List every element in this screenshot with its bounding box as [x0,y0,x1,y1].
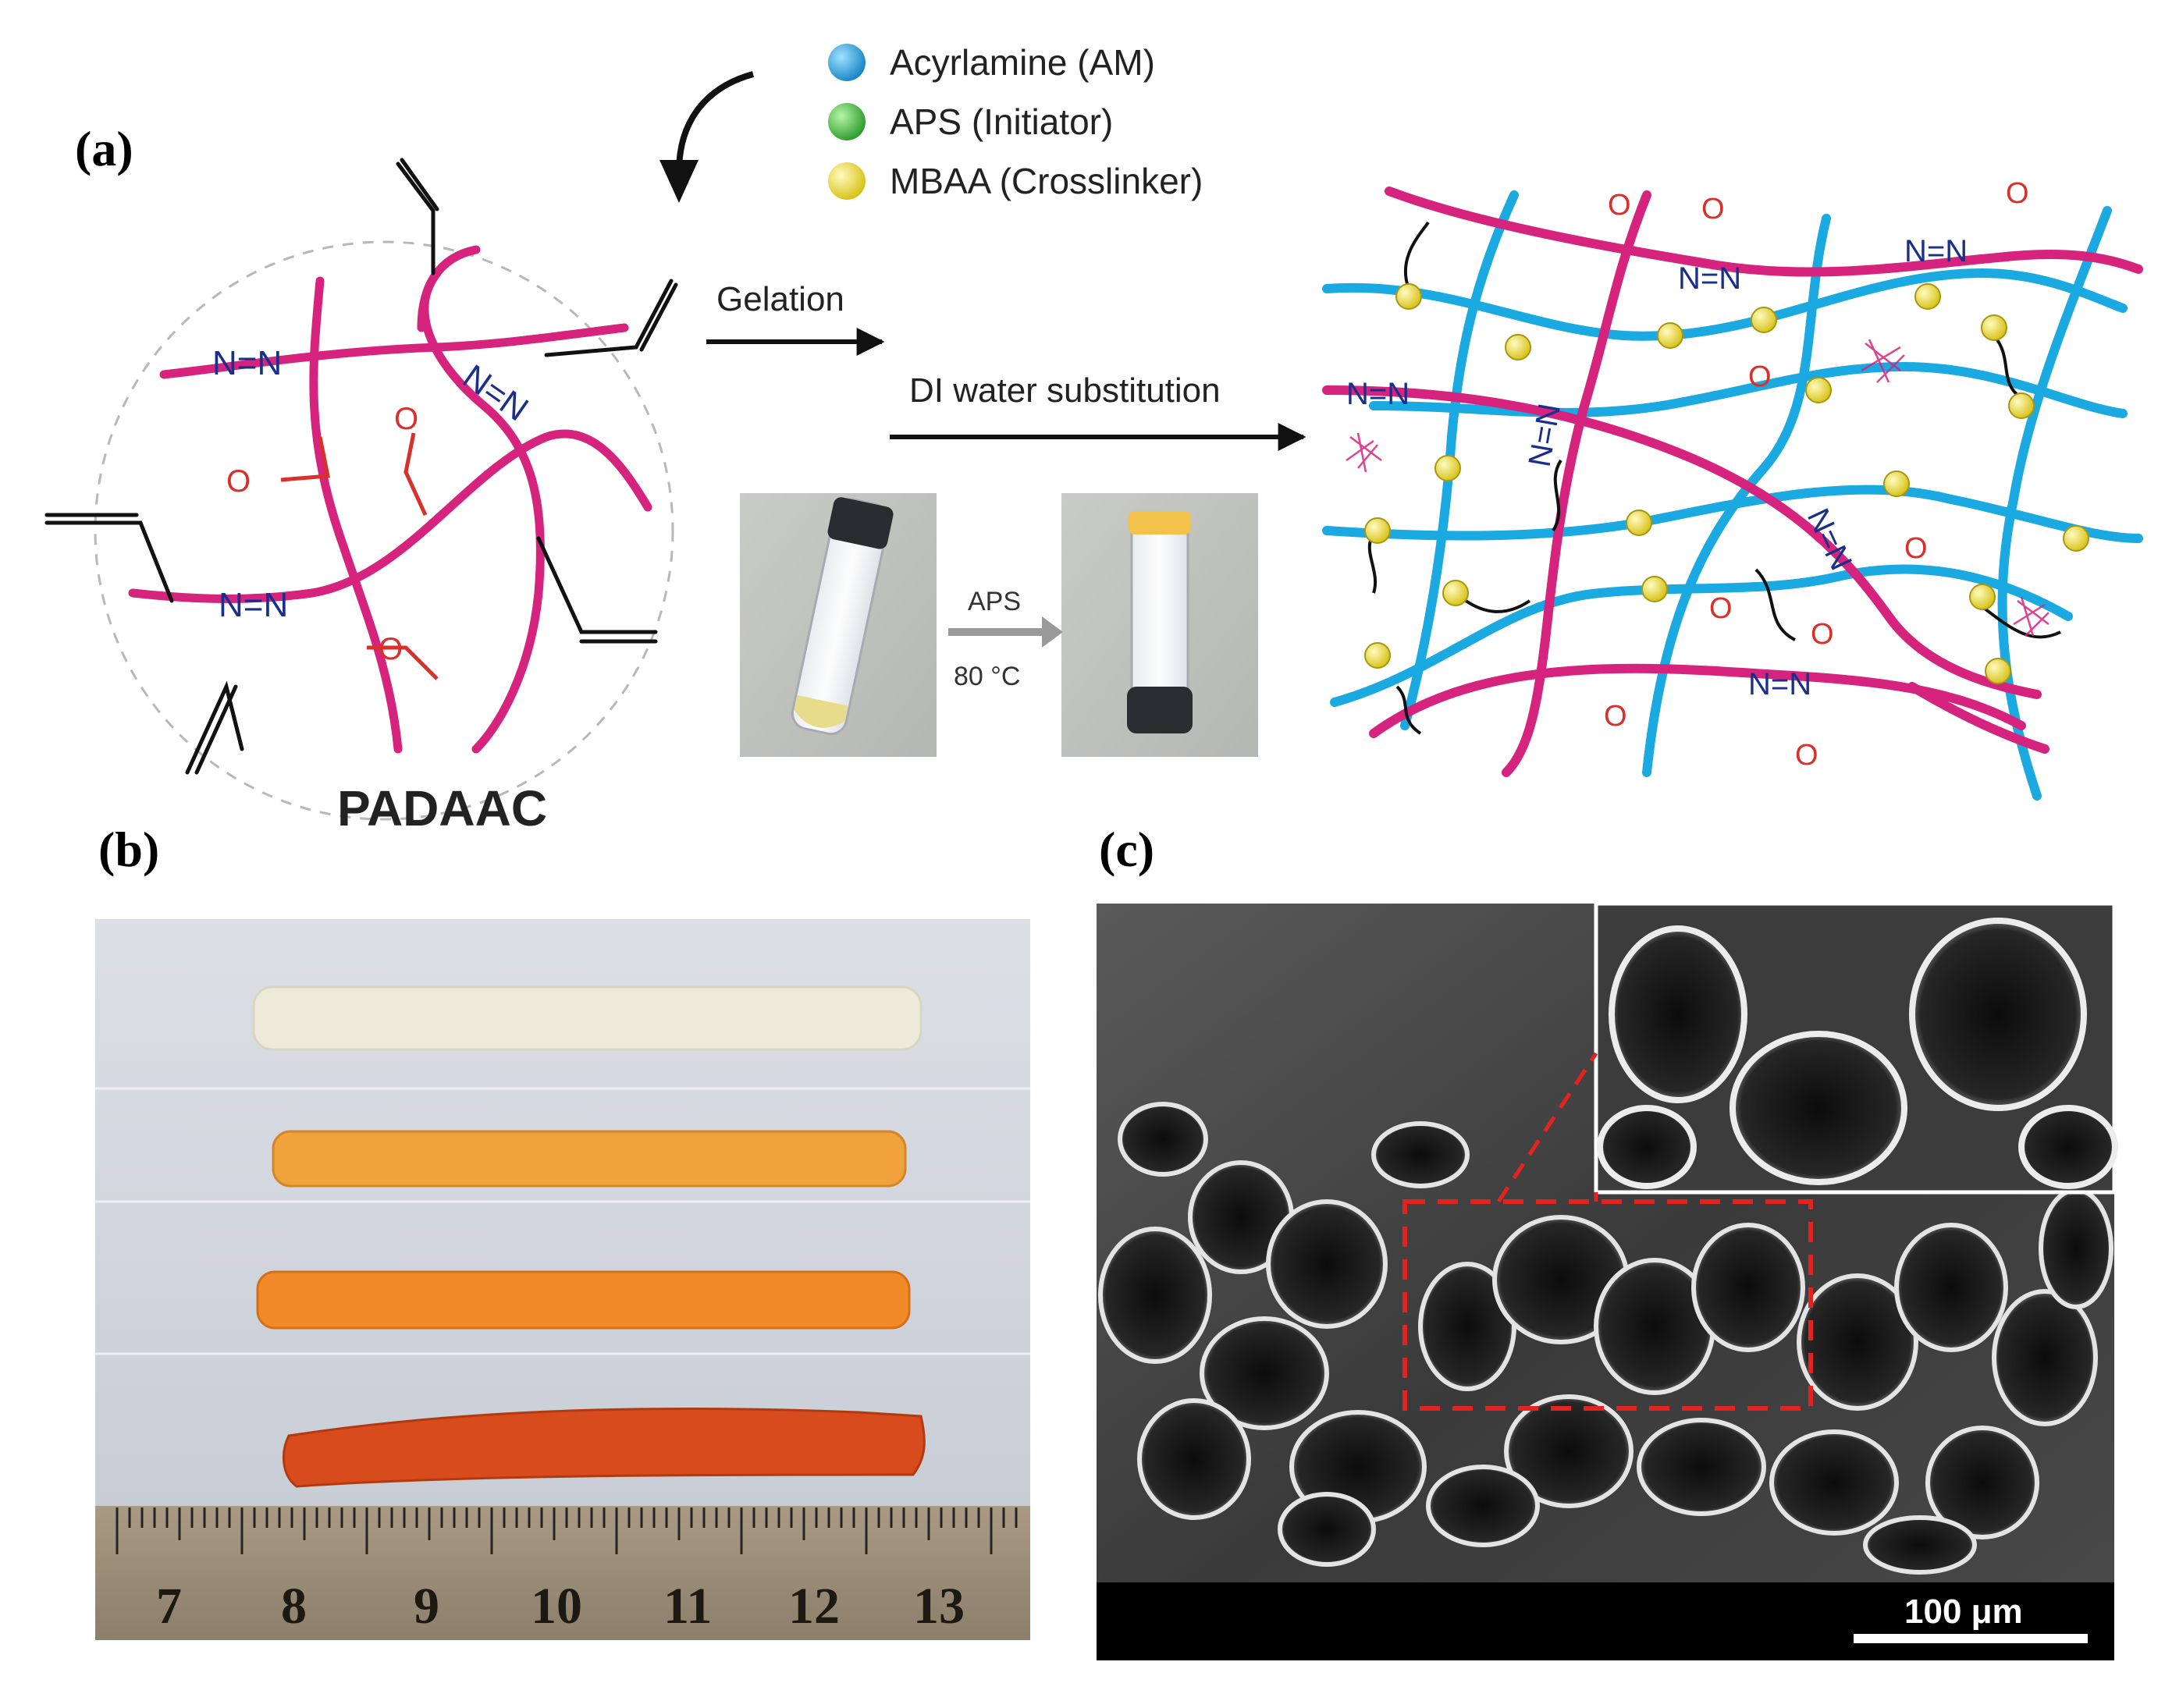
net-aldehyde-5: O [1709,592,1733,625]
azo-label-1: N=N [212,344,282,382]
scale-bar-label: 100 μm [1904,1593,2023,1631]
legend-label-am: Acyrlamine (AM) [890,42,1155,83]
sem-micrograph: 100 μm [1097,901,2118,1660]
strip-2 [272,1130,907,1188]
net-azo-3: N=N [1346,377,1410,411]
aps-arrow: APS 80 °C [948,587,1063,691]
net-aldehyde-7: O [1904,532,1928,565]
sem-pore [1118,1102,1208,1177]
hydrogel-network: N=N N=N N=N N=N N=N N=N O O O O O O O O … [1322,177,2143,801]
scale-bar-strip [1097,1582,2114,1660]
zoom-line-1 [1496,1052,1598,1203]
padaac-precursor: O O O N=N N=N N=N PADAAC [44,158,678,836]
strip-1 [252,985,923,1051]
strip-4 [282,1407,926,1488]
panel-label-a: (a) [75,121,133,176]
legend-label-aps: APS (Initiator) [890,101,1113,142]
net-aldehyde-6: O [1811,618,1834,651]
aps-arrow-bottom-label: 80 °C [954,662,1020,691]
sem-pore [1925,1426,2039,1539]
ruler [95,1506,1030,1640]
vial-photo-before [740,493,937,757]
ruler-label-10: 10 [531,1578,582,1635]
net-azo-4: N=N [1748,667,1811,701]
aps-arrow-top-label: APS [968,587,1021,616]
ruler-label-13: 13 [913,1578,965,1635]
sem-pore [1200,1316,1329,1430]
inset-pores [1597,918,2118,1189]
sem-pore [1769,1429,1899,1536]
ruler-label-12: 12 [788,1578,840,1635]
azo-label-2: N=N [219,586,288,624]
sem-pore [1504,1394,1634,1508]
inset-pore [1909,918,2087,1111]
net-azo-2: N=N [1904,234,1968,268]
curved-arrow-icon [659,71,755,203]
panel-label-c: (c) [1099,822,1154,877]
precursor-boundary [94,240,674,821]
aldehyde-o-3: O [379,632,403,666]
panel-label-b: (b) [98,822,159,877]
di-water-label: DI water substitution [909,371,1221,410]
sem-pore [1426,1465,1540,1547]
sem-pore [1137,1398,1251,1520]
net-aldehyde-1: O [1608,189,1631,222]
net-aldehyde-2: O [1701,193,1725,225]
inset-pore [2018,1105,2118,1189]
scale-bar [1854,1634,2088,1643]
vial-photo-after [1061,493,1258,757]
net-aldehyde-9: O [1795,739,1818,772]
sem-pore [1691,1223,1805,1352]
ruler-label-7: 7 [156,1578,182,1635]
sem-pore [1992,1289,2098,1426]
legend-label-mbaa: MBAA (Crosslinker) [890,161,1203,201]
hydrogel-strips-photo: 7 8 9 10 11 12 13 [95,919,1030,1640]
sem-pore [1797,1273,1918,1411]
net-azo-6: N=N [1801,503,1858,575]
strip-3 [256,1270,911,1330]
sem-pore [1863,1515,1977,1575]
net-azo-1: N=N [1678,261,1741,296]
aldehyde-o-2: O [394,402,418,436]
sem-pore [1278,1492,1376,1567]
sem-pore [1371,1121,1470,1188]
ruler-label-9: 9 [414,1578,439,1635]
net-aldehyde-4: O [1748,360,1772,393]
inset-pore [1609,925,1747,1103]
net-aldehyde-3: O [2006,177,2029,210]
precursor-name: PADAAC [337,780,547,836]
legend-swatch-am [828,44,866,81]
aldehyde-o-1: O [226,464,251,499]
gelation-label: Gelation [716,280,844,318]
sem-pore [1894,1223,2008,1352]
sem-pores [1098,1102,2113,1575]
sem-pore [2039,1188,2113,1309]
legend: Acyrlamine (AM) APS (Initiator) MBAA (Cr… [828,42,1203,201]
sem-pore [1098,1227,1212,1364]
legend-swatch-aps [828,103,866,140]
ruler-label-11: 11 [663,1578,712,1635]
net-aldehyde-8: O [1604,700,1627,733]
legend-swatch-mbaa [828,162,866,200]
inset-pore [1730,1031,1907,1185]
ruler-label-8: 8 [281,1578,307,1635]
sem-pore [1637,1418,1766,1516]
zoom-region-box [1402,1199,1813,1411]
inset-pore [1597,1105,1697,1189]
reaction-steps: Gelation DI water substitution [706,280,1306,451]
ruler-tick-marks [116,1507,1018,1554]
sem-pore [1266,1199,1388,1329]
